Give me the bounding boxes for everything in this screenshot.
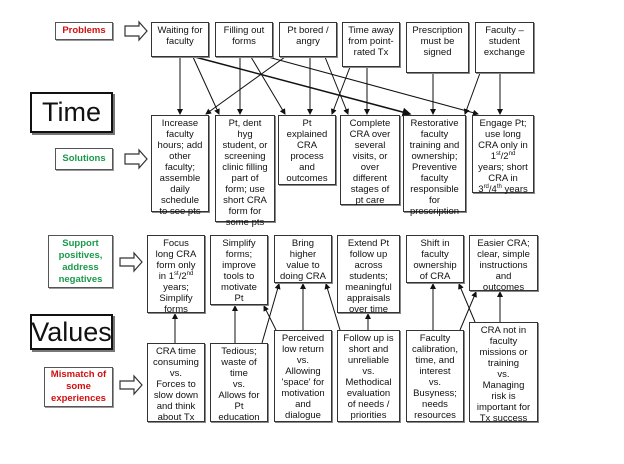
hollow-arrows <box>119 20 148 396</box>
support-box: Shift in faculty ownership of CRA <box>406 235 464 283</box>
problem-box: Time away from point- rated Tx <box>342 22 400 67</box>
support-box: Focus long CRA form only in 1st/2nd year… <box>147 235 205 315</box>
time-section-title: Time <box>30 92 113 133</box>
mismatch-box: Faculty calibration, time, and interest … <box>406 330 464 422</box>
mismatch-box: Follow up is short and unreliable vs. Me… <box>337 330 400 422</box>
mismatch-box: CRA not in faculty missions or training … <box>469 322 538 424</box>
problems-label: Problems <box>55 22 113 40</box>
mismatch-box: Tedious; waste of time vs. Allows for Pt… <box>210 343 268 423</box>
solution-box: Increase faculty hours; add other facult… <box>151 115 209 217</box>
support-box: Easier CRA; clear, simple instructions a… <box>469 235 538 293</box>
support-box: Simplify forms; improve tools to motivat… <box>210 235 268 305</box>
support-box: Bring higher value to doing CRA <box>274 235 332 283</box>
problem-box: Pt bored / angry <box>279 22 337 57</box>
solution-box: Pt, dent hyg student, or screening clini… <box>215 115 275 228</box>
mismatch-label: Mismatch of some experiences <box>44 367 113 407</box>
solution-box: Engage Pt; use long CRA only in 1st/2nd … <box>472 115 534 195</box>
solution-box: Pt explained CRA process and outcomes <box>278 115 336 185</box>
mismatch-box: Perceived low return vs. Allowing 'space… <box>274 330 332 422</box>
support-box: Extend Pt follow up across students; mea… <box>337 235 400 315</box>
problem-box: Prescription must be signed <box>406 22 469 73</box>
support-label: Support positives, address negatives <box>48 235 113 288</box>
values-section-title: Values <box>30 314 113 350</box>
solution-box: Complete CRA over several visits, or ove… <box>340 115 400 206</box>
problem-box: Filling out forms <box>215 22 273 57</box>
problem-box: Waiting for faculty <box>151 22 209 57</box>
problem-box: Faculty – student exchange <box>475 22 534 73</box>
solution-box: Restorative faculty training and ownersh… <box>403 115 466 217</box>
mismatch-box: CRA time consuming vs. Forces to slow do… <box>147 343 205 423</box>
solutions-label: Solutions <box>55 148 113 170</box>
